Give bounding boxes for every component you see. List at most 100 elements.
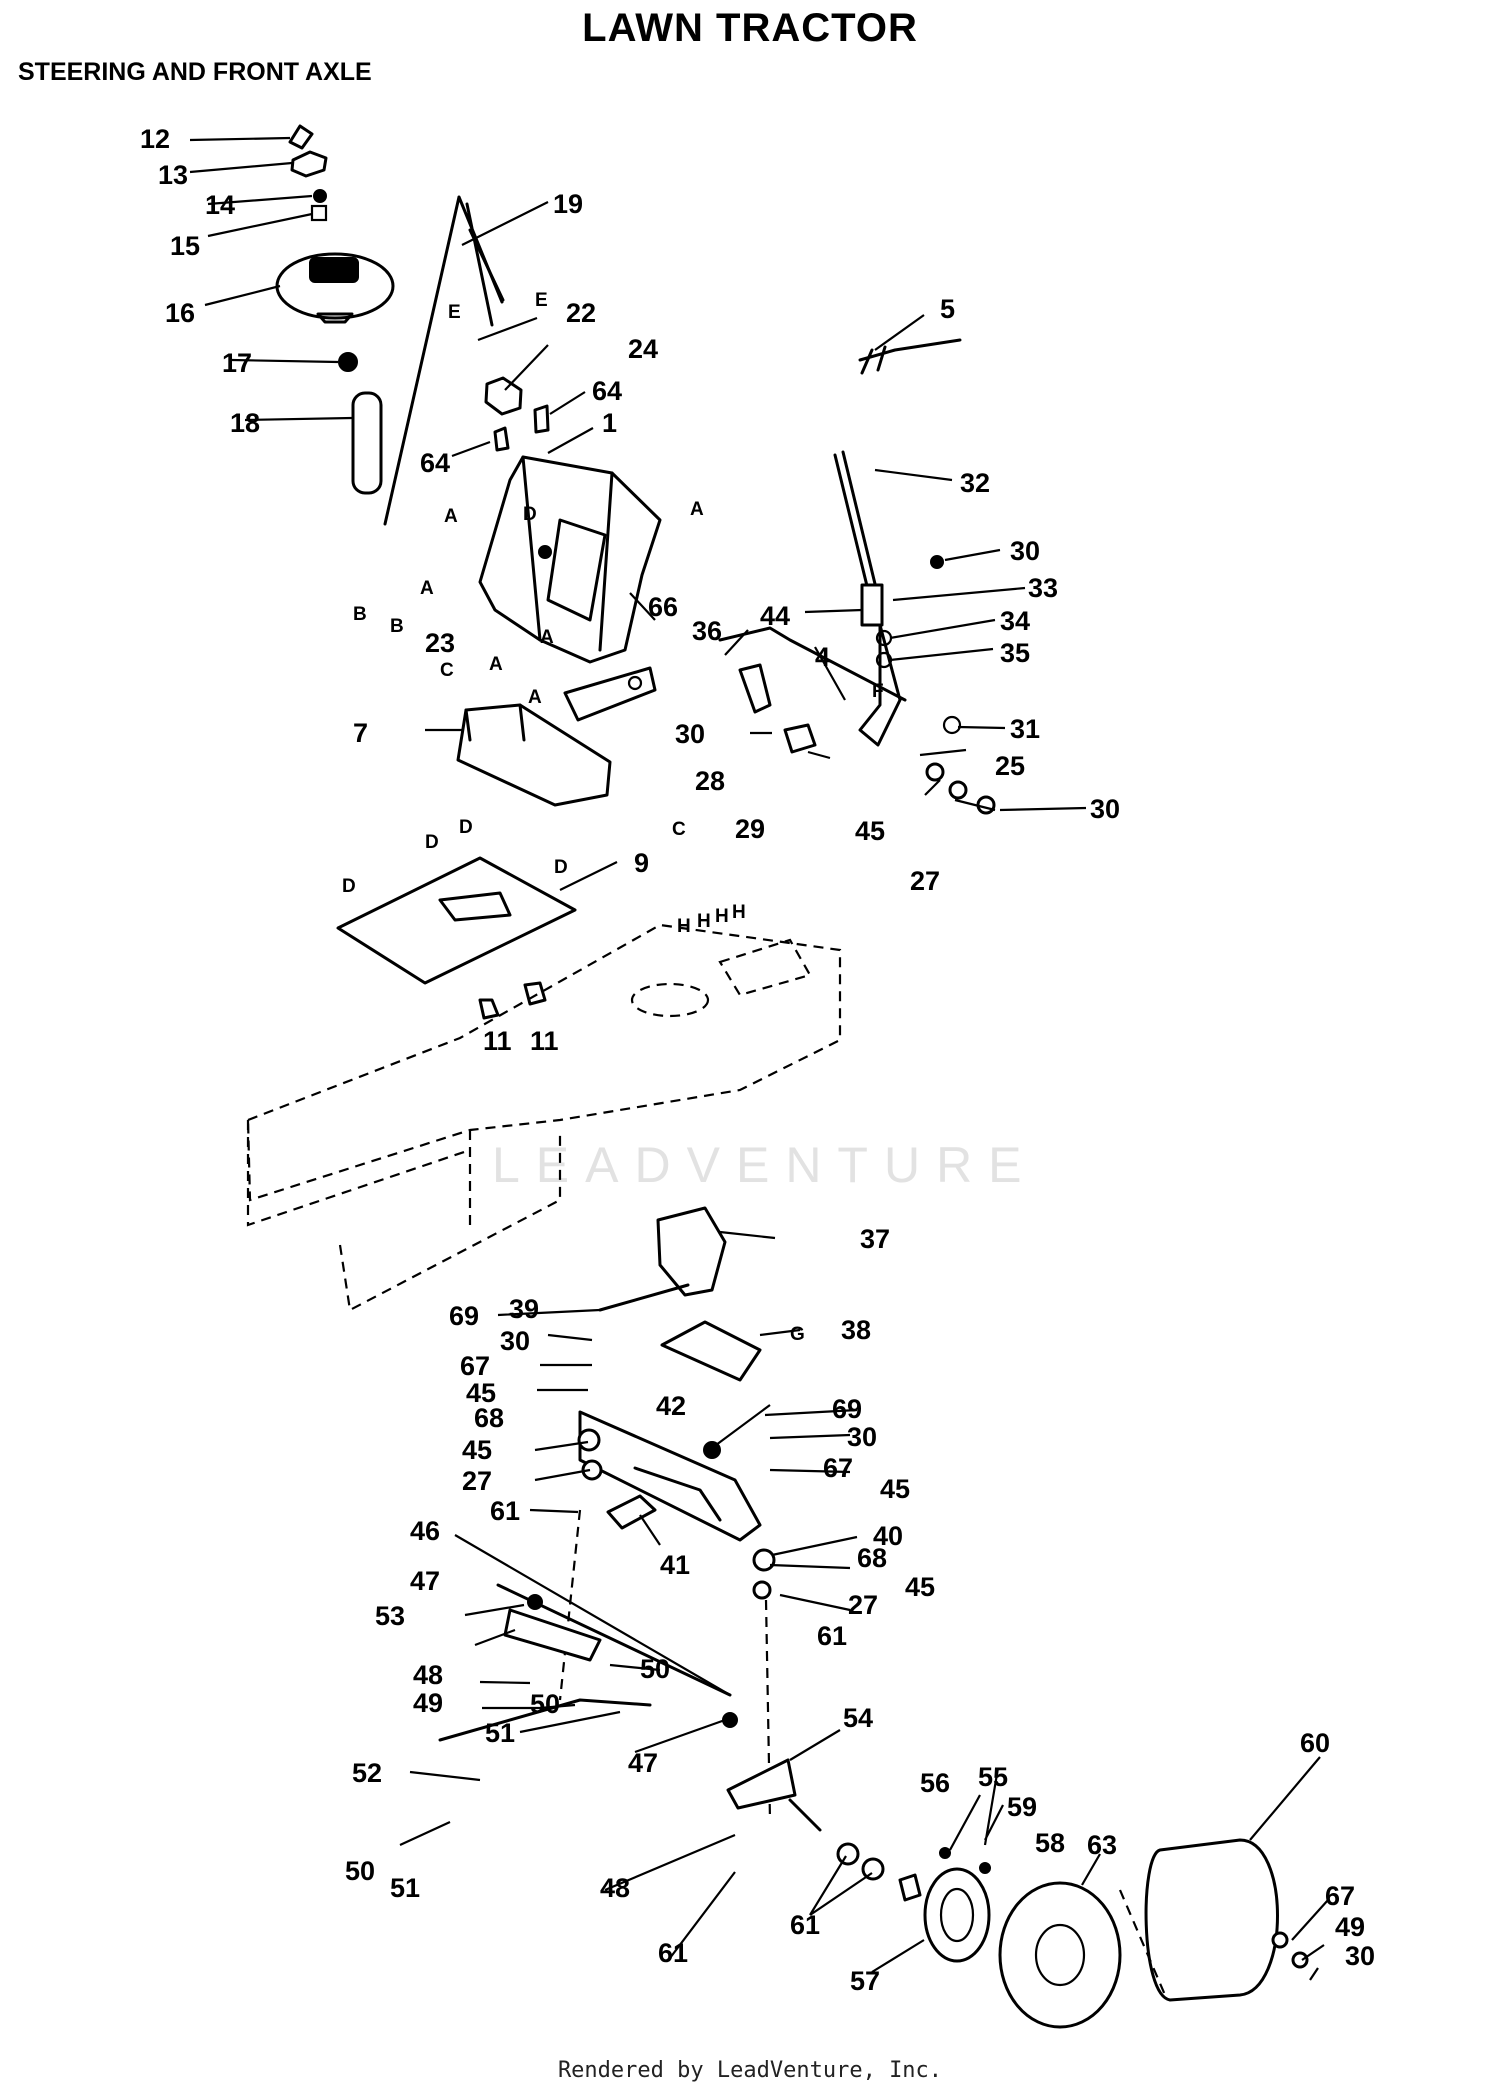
callout-11b: 11: [530, 1026, 559, 1056]
callout-17: 17: [222, 348, 252, 378]
callout-54: 54: [843, 1703, 873, 1733]
callout-30f: 30: [1345, 1941, 1375, 1971]
steering-shaft-linkage: [718, 338, 996, 815]
callout-30d: 30: [500, 1326, 530, 1356]
callout-44: 44: [760, 601, 790, 631]
leader-lines: [189, 136, 1329, 1981]
alignment-letters: E E A A D A B B A C A A C F D D D D H H …: [342, 290, 884, 1345]
part-17-bushing: [338, 352, 358, 372]
callout-61c: 49: [1335, 1912, 1365, 1942]
callout-30e: 30: [847, 1422, 877, 1452]
part-18-column-sleeve: [351, 391, 383, 495]
letter-a-4: A: [540, 627, 554, 648]
callout-11a: 11: [483, 1026, 512, 1056]
callout-33: 33: [1028, 573, 1058, 603]
letter-a-5: A: [489, 654, 503, 675]
dash-console-group: [456, 455, 662, 807]
callout-47b: 47: [628, 1748, 658, 1778]
letter-d-5: D: [554, 857, 568, 878]
callout-41: 41: [660, 1550, 690, 1580]
callout-50a: 50: [640, 1654, 670, 1684]
callout-49a: 49: [413, 1688, 443, 1718]
callout-45b: 45: [466, 1378, 496, 1408]
letter-c-1: C: [440, 660, 454, 681]
callout-30b: 30: [675, 719, 705, 749]
callout-59: 59: [1007, 1792, 1037, 1822]
part-60-wheel-cover: [1144, 1838, 1279, 2002]
letter-a-3: A: [420, 578, 434, 599]
callout-46: 46: [410, 1516, 440, 1546]
callout-15: 15: [170, 231, 200, 261]
callout-32: 32: [960, 468, 990, 498]
callout-5: 5: [940, 294, 955, 324]
part-11-clip-a: [478, 998, 500, 1020]
callout-40: 40: [873, 1521, 903, 1551]
callout-50b: 50: [530, 1689, 560, 1719]
callout-64b: 64: [420, 448, 450, 478]
callout-56: 56: [920, 1768, 950, 1798]
part-7-support: [456, 703, 612, 807]
callout-48a: 48: [413, 1660, 443, 1690]
part-44-spring: [860, 583, 884, 627]
callout-34: 34: [1000, 606, 1030, 636]
part-52-tie-rod: [438, 1698, 652, 1742]
callout-36: 36: [692, 616, 722, 646]
letter-e-2: E: [535, 290, 548, 311]
callout-7: 7: [353, 718, 368, 748]
letter-h-4: H: [732, 902, 746, 923]
letter-h-1: H: [677, 916, 691, 937]
front-axle-group: [558, 1206, 776, 1821]
callout-69b: 69: [832, 1394, 862, 1424]
callout-60: 60: [1300, 1728, 1330, 1758]
callout-13: 13: [158, 160, 188, 190]
callout-9: 9: [634, 848, 649, 878]
callout-25: 25: [995, 751, 1025, 781]
part-64-clip-b: [533, 404, 550, 434]
callout-45a: 45: [855, 816, 885, 846]
callout-57: 57: [850, 1966, 880, 1996]
letter-a-1: A: [444, 506, 458, 527]
callout-58: 58: [1035, 1828, 1065, 1858]
callout-61d: 61: [790, 1910, 820, 1940]
callout-27c: 27: [848, 1590, 878, 1620]
callout-61a: 61: [490, 1496, 520, 1526]
letter-h-2: H: [697, 911, 711, 932]
part-63-tire: [998, 1881, 1122, 2029]
callout-45c: 45: [462, 1435, 492, 1465]
callout-67c: 67: [1325, 1881, 1355, 1911]
callout-67a: 67: [460, 1351, 490, 1381]
callout-68a: 68: [474, 1403, 504, 1433]
letter-g: G: [790, 1324, 805, 1345]
callout-64: 64: [592, 376, 622, 406]
part-11-clip-b: [523, 981, 547, 1006]
callout-30a: 30: [1010, 536, 1040, 566]
letter-a-6: A: [528, 687, 542, 708]
footer-credit: Rendered by LeadVenture, Inc.: [557, 2058, 943, 2083]
callout-63: 63: [1087, 1830, 1117, 1860]
callout-67b: 67: [823, 1453, 853, 1483]
callout-49b: 61: [658, 1938, 688, 1968]
part-57-rim: [923, 1867, 991, 1963]
callout-16: 16: [165, 298, 195, 328]
part-30-pin: [930, 555, 944, 569]
part-14-nut: [313, 189, 327, 203]
callout-52: 52: [352, 1758, 382, 1788]
foot-plate-group: [336, 856, 577, 1020]
callout-14: 14: [205, 190, 235, 220]
callout-24: 24: [628, 334, 658, 364]
callout-27b: 27: [462, 1466, 492, 1496]
callout-12: 12: [140, 124, 170, 154]
callout-45d: 45: [880, 1474, 910, 1504]
part-38-bracket: [660, 1320, 762, 1382]
callout-61b: 61: [817, 1621, 847, 1651]
drag-link-group: [438, 1583, 822, 1832]
callout-69a: 69: [449, 1301, 479, 1331]
callout-51a: 51: [485, 1718, 515, 1748]
part-32-shaft: [833, 450, 878, 592]
callout-19: 19: [553, 189, 583, 219]
callout-55: 55: [978, 1762, 1008, 1792]
part-54-spindle: [726, 1758, 797, 1810]
part-16-hub: [309, 257, 359, 283]
part-28-pivot: [783, 723, 817, 754]
